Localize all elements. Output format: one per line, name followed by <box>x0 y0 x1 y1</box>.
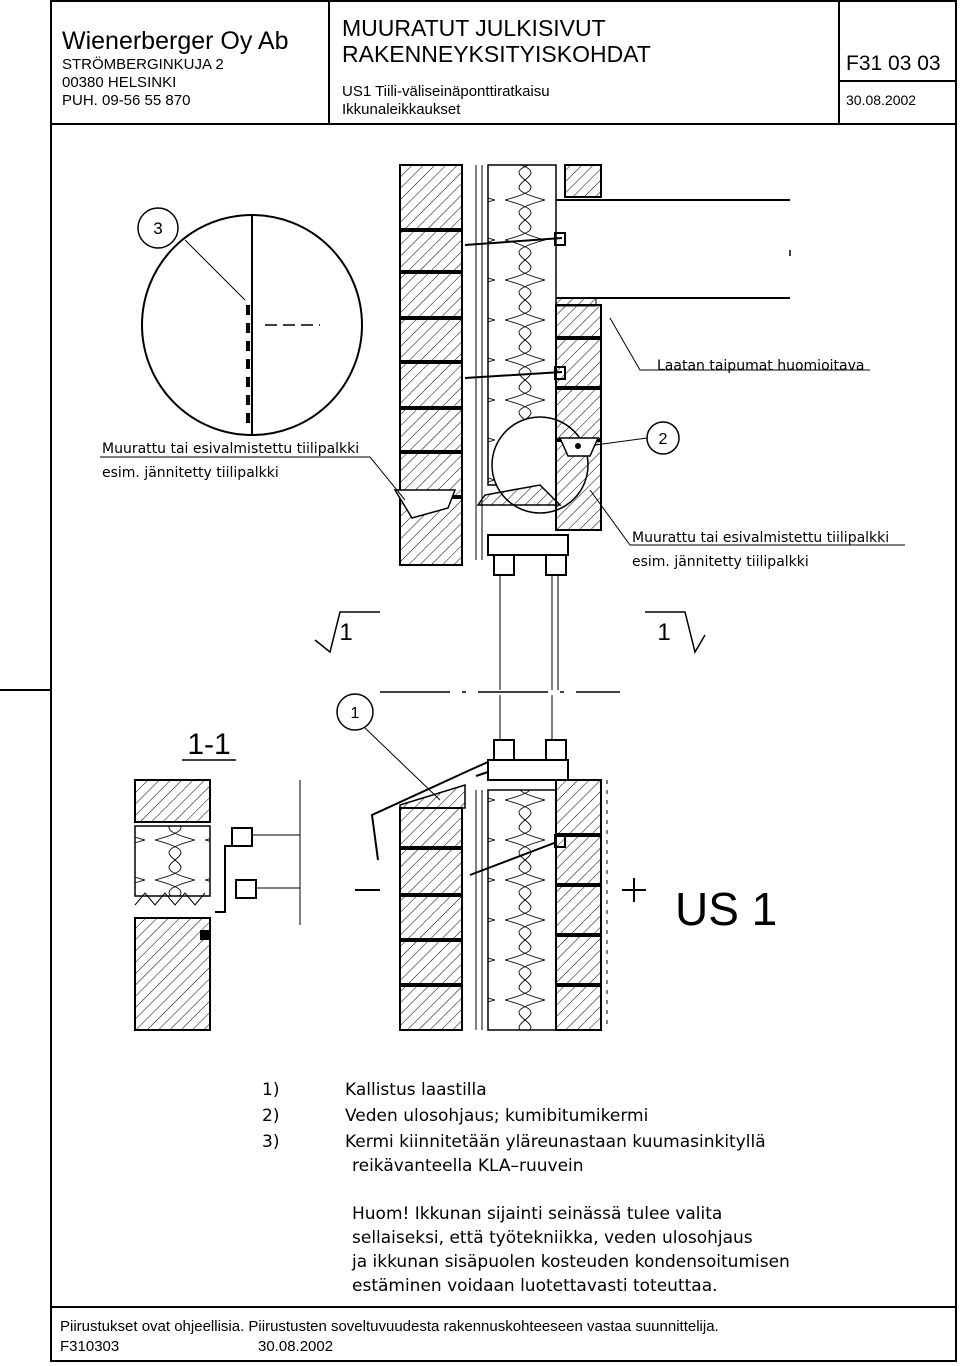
detail-3-label: 3 <box>153 219 162 238</box>
callout-circle-1 <box>336 693 374 731</box>
sign-marks <box>355 878 646 902</box>
drawing-frame <box>50 0 957 1362</box>
company-phone: PUH. 09-56 55 870 <box>62 92 191 109</box>
remark-line: ja ikkunan sisäpuolen kosteuden kondenso… <box>352 1252 790 1272</box>
remark-line: sellaiseksi, että työtekniikka, veden ul… <box>352 1228 753 1248</box>
detail-2-label: 2 <box>659 431 668 448</box>
section-drawing: 3 2 1 1 1 1-1 US 1 Laatan taipumat huomi… <box>0 164 905 1031</box>
drawing-code: F31 03 03 <box>846 52 941 75</box>
lintel-right-line-2: esim. jännitetty tiilipalkki <box>632 554 809 570</box>
note-text: Kallistus laastilla <box>345 1080 487 1100</box>
window-frame-lower <box>469 695 569 781</box>
lintel-upper <box>393 437 600 519</box>
plan-section <box>134 779 301 1031</box>
note-text: Veden ulosohjaus; kumibitumikermi <box>345 1106 649 1126</box>
footer-date: 30.08.2002 <box>258 1338 334 1355</box>
company-name: Wienerberger Oy Ab <box>62 27 289 55</box>
footer-divider <box>50 1306 957 1308</box>
detail-circle-3 <box>137 207 363 436</box>
section-left-label: 1 <box>339 619 352 646</box>
wall-ties <box>464 232 566 380</box>
outer-brick-lower <box>399 807 463 1031</box>
note-text: Kermi kiinnitetään yläreunastaan kuumasi… <box>345 1132 766 1152</box>
insulation-lower <box>469 789 566 1031</box>
remark-line: estäminen voidaan luotettavasti toteutta… <box>352 1276 718 1296</box>
detail-1-label: 1 <box>351 705 360 722</box>
title-line-1: MUURATUT JULKISIVUT <box>342 15 606 41</box>
floor-slab <box>555 199 791 307</box>
header-code-divider <box>840 80 957 82</box>
lintel-left-line-1: Muurattu tai esivalmistettu tiilipalkki <box>102 441 359 457</box>
remark-line: Huom! Ikkunan sijainti seinässä tulee va… <box>352 1204 723 1224</box>
header-date: 30.08.2002 <box>846 92 917 108</box>
footer-disclaimer: Piirustukset ovat ohjeellisia. Piirustus… <box>60 1318 719 1335</box>
lintel-left-line-2: esim. jännitetty tiilipalkki <box>102 465 279 481</box>
company-city: 00380 HELSINKI <box>62 74 177 91</box>
section-markers <box>0 611 706 693</box>
section-right-label: 1 <box>657 619 670 646</box>
wall-type-label: US 1 <box>675 883 777 935</box>
note-number: 1) <box>262 1080 280 1100</box>
section-name: 1-1 <box>187 728 230 761</box>
header-title-cell <box>330 0 840 125</box>
title-line-2: RAKENNEYKSITYISKOHDAT <box>342 41 651 67</box>
footer-code: F310303 <box>60 1338 120 1355</box>
lintel-right-line-1: Muurattu tai esivalmistettu tiilipalkki <box>632 530 889 546</box>
header-company-cell <box>50 0 330 125</box>
note-number: 3) <box>262 1132 280 1152</box>
subtitle-line-1: US1 Tiili-väliseinäponttiratkaisu <box>342 83 550 100</box>
inner-brick-lower <box>555 779 608 1031</box>
slab-deflection-note: Laatan taipumat huomioitava <box>657 358 864 374</box>
company-street: STRÖMBERGINKUJA 2 <box>62 56 224 73</box>
subtitle-line-2: Ikkunaleikkaukset <box>342 101 461 118</box>
note-number: 2) <box>262 1106 280 1126</box>
inner-brick-upper <box>555 164 602 531</box>
window-frame-upper <box>487 534 569 690</box>
header-code-cell <box>840 0 957 125</box>
note-text: reikävanteella KLA–ruuvein <box>352 1156 584 1176</box>
leader-lines <box>100 317 905 546</box>
